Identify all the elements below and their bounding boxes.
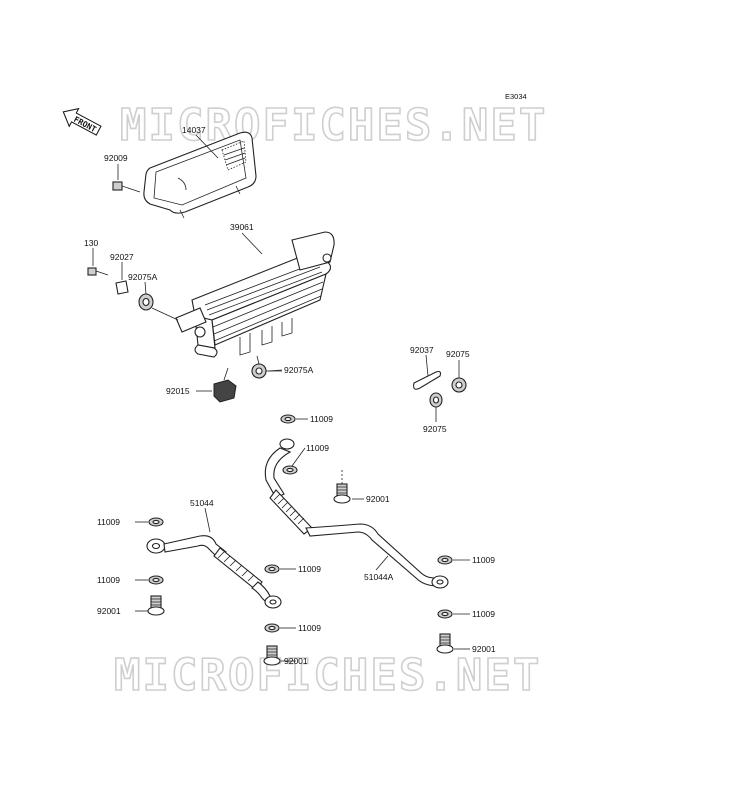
grommet-92075a-top-part: [138, 293, 179, 321]
washer-11009-4-part: [148, 575, 164, 585]
banjo-bolt-92001-2-part: [147, 595, 165, 616]
clip-92037-part: [413, 370, 442, 390]
cooler-cover-part: [143, 131, 257, 219]
washer-11009-1-part: [280, 414, 296, 424]
label-92075-bottom: 92075: [423, 424, 447, 434]
watermark-bottom: MICROFICHES.NET: [114, 650, 541, 701]
label-92027: 92027: [110, 252, 134, 262]
label-51044: 51044: [190, 498, 214, 508]
label-92009: 92009: [104, 153, 128, 163]
label-92001-1: 92001: [366, 494, 390, 504]
label-130: 130: [84, 238, 98, 248]
washer-11009-8-part: [437, 609, 453, 619]
diagram-code: E3034: [505, 92, 527, 101]
label-11009-4: 11009: [97, 575, 120, 585]
label-14037: 14037: [182, 125, 206, 135]
banjo-bolt-92001-1-part: [333, 470, 351, 504]
label-39061: 39061: [230, 222, 254, 232]
bolt-92009-part: [112, 181, 141, 193]
watermark-top: MICROFICHES.NET: [120, 100, 547, 151]
label-51044a: 51044A: [364, 572, 394, 582]
grommet-92075a-bottom-part: [251, 355, 282, 379]
washer-11009-3-part: [148, 517, 164, 527]
clamp-92015-part: [213, 367, 237, 403]
label-11009-2: 11009: [306, 443, 329, 453]
washer-11009-6-part: [264, 623, 280, 633]
label-92001-3: 92001: [284, 656, 308, 666]
grommet-92075-top-part: [451, 377, 467, 393]
banjo-bolt-92001-4-part: [436, 633, 454, 654]
label-92015: 92015: [166, 386, 190, 396]
screw-130-part: [87, 267, 109, 276]
leader-lines: [92, 134, 470, 662]
part-number-labels: 14037 92009 130 92027 39061 92075A 92075…: [84, 125, 496, 666]
label-92037: 92037: [410, 345, 434, 355]
label-11009-6: 11009: [298, 623, 321, 633]
washer-11009-2-part: [282, 465, 298, 475]
oil-cooler-part: [175, 231, 335, 358]
hose-51044a-part: [264, 438, 449, 589]
hose-51044-part: [146, 535, 282, 609]
label-11009-3: 11009: [97, 517, 120, 527]
grommet-92075-bottom-part: [429, 392, 443, 408]
washer-11009-5-part: [264, 564, 280, 574]
label-92001-2: 92001: [97, 606, 121, 616]
label-92075a-bottom: 92075A: [284, 365, 314, 375]
banjo-bolt-92001-3-part: [263, 645, 281, 666]
label-11009-1: 11009: [310, 414, 333, 424]
label-11009-7: 11009: [472, 555, 495, 565]
label-92001-4: 92001: [472, 644, 496, 654]
collar-92027-part: [115, 280, 129, 295]
front-arrow-icon: FRONT: [62, 107, 102, 136]
label-11009-5: 11009: [298, 564, 321, 574]
label-92075-top: 92075: [446, 349, 470, 359]
label-11009-8: 11009: [472, 609, 495, 619]
label-92075a-top: 92075A: [128, 272, 158, 282]
washer-11009-7-part: [437, 555, 453, 565]
